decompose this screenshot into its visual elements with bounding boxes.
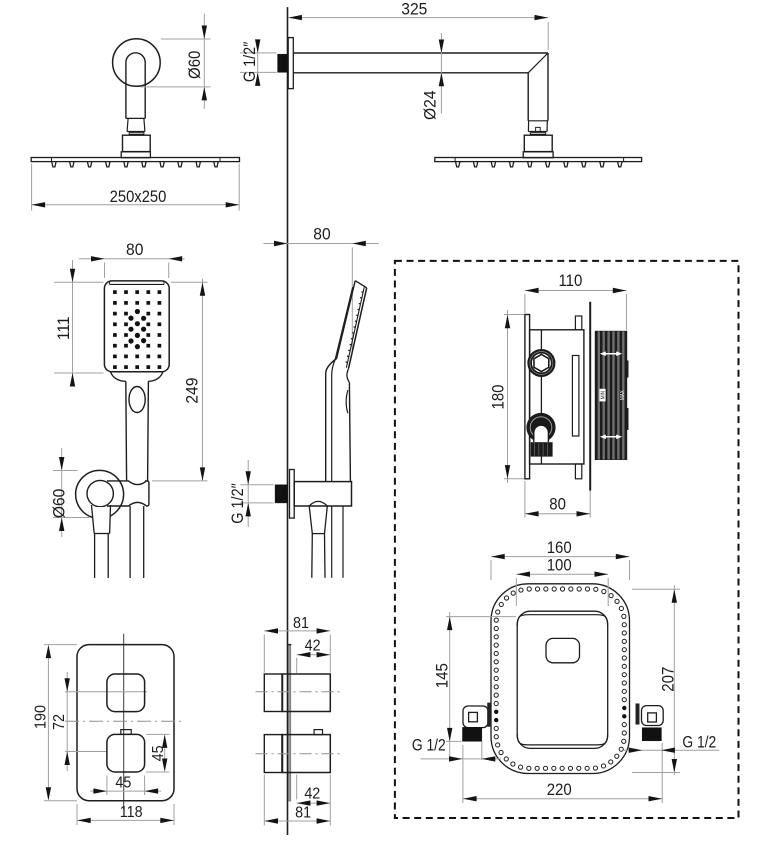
svg-text:160: 160: [547, 539, 572, 557]
svg-text:110: 110: [558, 272, 582, 290]
svg-text:G 1/2: G 1/2: [682, 733, 716, 751]
svg-text:Ø60: Ø60: [50, 489, 69, 519]
svg-text:MAX: MAX: [620, 390, 627, 400]
svg-text:Ø60: Ø60: [187, 50, 205, 79]
svg-text:118: 118: [120, 803, 143, 821]
svg-text:180: 180: [490, 384, 508, 409]
svg-text:G 1/2″: G 1/2″: [241, 41, 259, 82]
svg-text:42: 42: [305, 637, 321, 655]
svg-text:45: 45: [115, 774, 131, 792]
svg-text:81: 81: [295, 804, 311, 822]
svg-text:G 1/2″: G 1/2″: [229, 483, 247, 524]
svg-text:80: 80: [549, 496, 566, 514]
svg-text:190: 190: [32, 705, 50, 729]
svg-text:72: 72: [50, 714, 68, 730]
svg-text:250x250: 250x250: [110, 188, 167, 206]
svg-text:207: 207: [660, 667, 678, 692]
svg-text:Ø24: Ø24: [421, 90, 440, 120]
svg-text:G 1/2: G 1/2: [412, 736, 446, 754]
svg-text:100: 100: [547, 557, 572, 575]
svg-text:249: 249: [183, 378, 202, 404]
svg-text:MIN: MIN: [600, 391, 607, 400]
svg-text:325: 325: [401, 0, 427, 19]
svg-text:80: 80: [126, 241, 143, 260]
svg-text:80: 80: [313, 225, 330, 244]
svg-text:220: 220: [547, 781, 572, 799]
svg-text:145: 145: [434, 663, 452, 688]
svg-text:45: 45: [149, 745, 167, 761]
svg-text:81: 81: [293, 614, 309, 632]
svg-text:42: 42: [304, 785, 320, 803]
svg-text:111: 111: [54, 316, 73, 340]
